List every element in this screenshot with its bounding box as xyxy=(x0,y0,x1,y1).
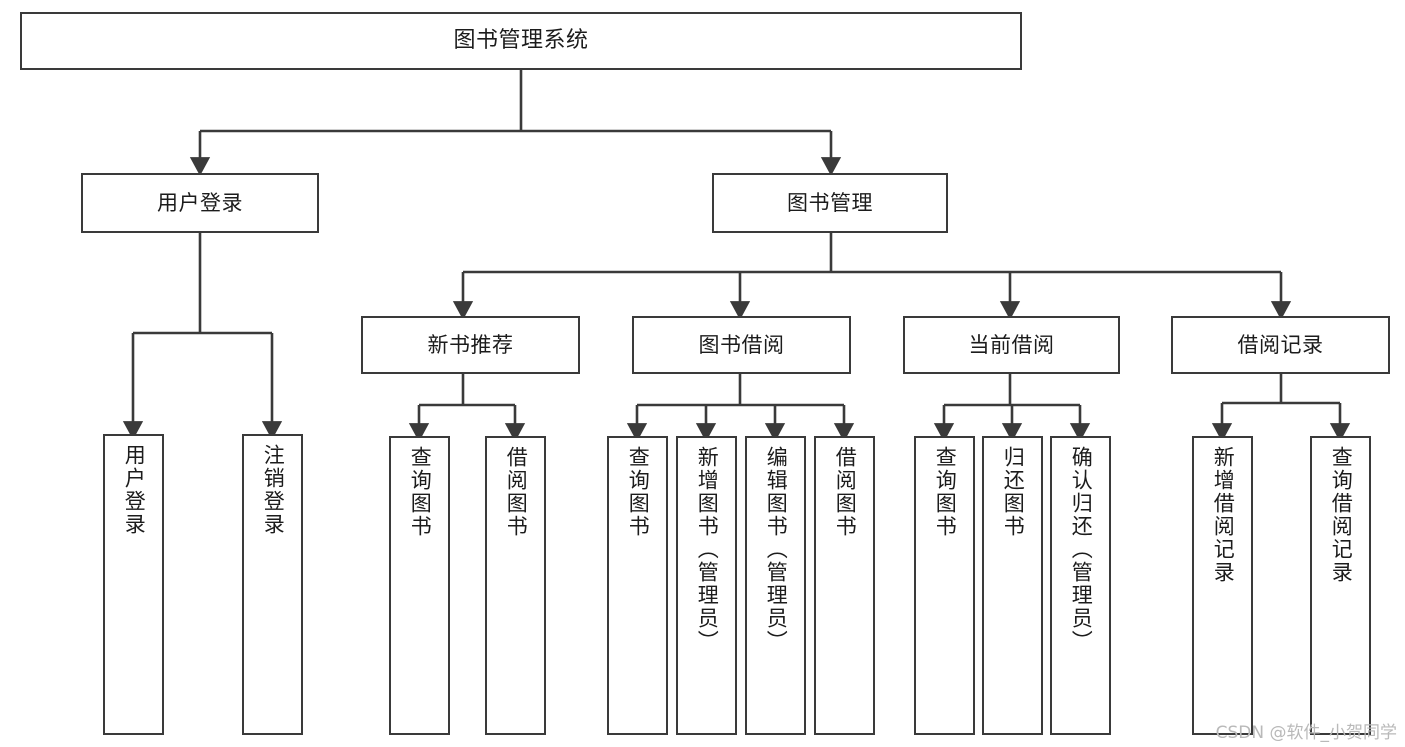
csdn-watermark: CSDN @软件_小贺同学 xyxy=(1215,723,1397,743)
node-leaf-query-book-2-label: 查询图书 xyxy=(626,446,651,538)
node-leaf-add-record-label: 新增借阅记录 xyxy=(1211,446,1236,584)
node-book-borrow-label: 图书借阅 xyxy=(698,332,785,357)
node-leaf-query-book-3-label: 查询图书 xyxy=(933,446,958,538)
node-leaf-borrow-book-1-label: 借阅图书 xyxy=(504,446,529,538)
node-borrow-record-label: 借阅记录 xyxy=(1237,332,1324,357)
node-root-system-label: 图书管理系统 xyxy=(453,28,589,54)
node-leaf-query-record[interactable]: 查询借阅记录 xyxy=(1310,436,1371,735)
node-leaf-borrow-book-2-label: 借阅图书 xyxy=(833,446,858,538)
node-leaf-user-logout[interactable]: 注销登录 xyxy=(242,434,303,735)
node-leaf-edit-book[interactable]: 编辑图书（管理员） xyxy=(745,436,806,735)
node-leaf-edit-book-label: 编辑图书（管理员） xyxy=(764,446,789,653)
node-leaf-borrow-book-2[interactable]: 借阅图书 xyxy=(814,436,875,735)
node-root-system[interactable]: 图书管理系统 xyxy=(20,12,1022,70)
node-leaf-user-login-label: 用户登录 xyxy=(122,444,147,536)
node-leaf-user-login[interactable]: 用户登录 xyxy=(103,434,164,735)
node-book-borrow[interactable]: 图书借阅 xyxy=(632,316,851,374)
node-leaf-query-book-2[interactable]: 查询图书 xyxy=(607,436,668,735)
node-current-borrow[interactable]: 当前借阅 xyxy=(903,316,1120,374)
node-book-manage[interactable]: 图书管理 xyxy=(712,173,948,233)
node-leaf-add-book[interactable]: 新增图书（管理员） xyxy=(676,436,737,735)
node-user-login[interactable]: 用户登录 xyxy=(81,173,319,233)
node-current-borrow-label: 当前借阅 xyxy=(968,332,1055,357)
node-borrow-record[interactable]: 借阅记录 xyxy=(1171,316,1390,374)
node-leaf-query-book-1-label: 查询图书 xyxy=(408,446,433,538)
node-leaf-return-book[interactable]: 归还图书 xyxy=(982,436,1043,735)
node-book-manage-label: 图书管理 xyxy=(787,190,873,215)
node-leaf-borrow-book-1[interactable]: 借阅图书 xyxy=(485,436,546,735)
node-leaf-user-logout-label: 注销登录 xyxy=(261,444,286,536)
node-new-book-recommend[interactable]: 新书推荐 xyxy=(361,316,580,374)
node-leaf-query-record-label: 查询借阅记录 xyxy=(1329,446,1354,584)
node-leaf-query-book-3[interactable]: 查询图书 xyxy=(914,436,975,735)
node-leaf-confirm-return[interactable]: 确认归还（管理员） xyxy=(1050,436,1111,735)
node-new-book-recommend-label: 新书推荐 xyxy=(427,332,514,357)
node-user-login-label: 用户登录 xyxy=(157,190,243,215)
node-leaf-add-record[interactable]: 新增借阅记录 xyxy=(1192,436,1253,735)
node-leaf-confirm-return-label: 确认归还（管理员） xyxy=(1069,446,1094,653)
node-leaf-return-book-label: 归还图书 xyxy=(1001,446,1026,538)
node-leaf-add-book-label: 新增图书（管理员） xyxy=(695,446,720,653)
node-leaf-query-book-1[interactable]: 查询图书 xyxy=(389,436,450,735)
